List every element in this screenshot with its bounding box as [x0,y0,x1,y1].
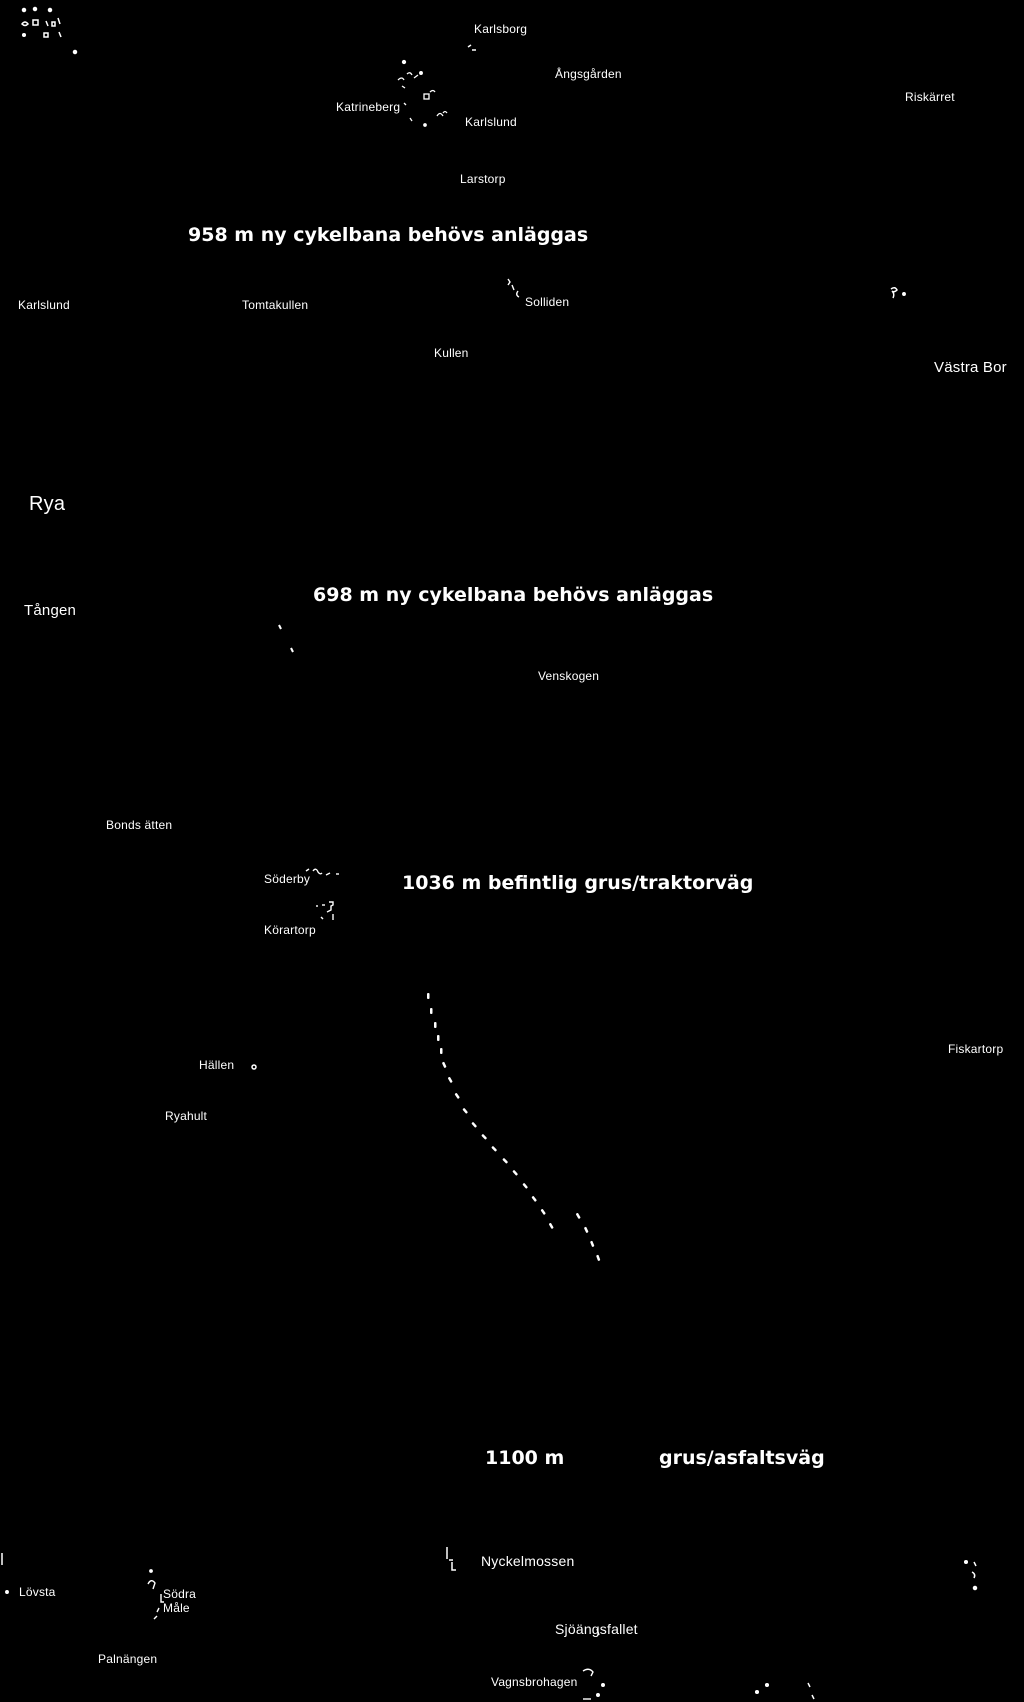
place-label-sjoangsfallet: Sjöängsfallet [555,1621,638,1637]
place-label-karlslund-west: Karlslund [18,298,70,312]
place-label-larstorp: Larstorp [460,172,506,186]
place-label-lovsta: Lövsta [19,1585,56,1599]
place-label-male: Måle [163,1601,190,1615]
place-label-ryahult: Ryahult [165,1109,208,1123]
place-label-angsgarden: Ångsgården [555,67,622,81]
soderby-building-cluster-icon [305,868,339,920]
place-label-karlslund-north: Karlslund [465,115,517,129]
place-label-fiskartorp: Fiskartorp [948,1042,1004,1056]
vagnsbrohagen-building-icon [582,1628,606,1700]
dotted-route-line [427,993,601,1261]
nyckelmossen-building-icon [446,1547,456,1571]
hallen-building-icon [251,1064,257,1070]
place-label-nyckelmossen: Nyckelmossen [481,1553,575,1569]
katrineberg-building-cluster-icon [397,59,448,127]
route-label-958: 958 m ny cykelbana behövs anläggas [188,224,589,246]
place-label-sodra: Södra [163,1587,197,1601]
place-label-bonds-atten: Bonds ätten [106,818,173,832]
route-label-1036: 1036 m befintlig grus/traktorväg [402,872,754,894]
west-edge-building-icon [1,1553,9,1594]
route-label-1100-distance: 1100 m [485,1447,565,1469]
route-label-1100-type: grus/asfaltsväg [659,1447,825,1469]
east-building-icon [890,286,906,299]
place-label-soderby: Söderby [264,872,311,886]
place-label-palnangen: Palnängen [98,1652,158,1666]
place-label-hallen: Hällen [199,1058,235,1072]
solliden-building-icon [507,278,520,298]
place-label-tangen: Tången [24,602,77,619]
place-label-tomtakullen: Tomtakullen [242,298,309,312]
place-label-korartorp: Körartorp [264,923,316,937]
place-label-kullen: Kullen [434,346,469,360]
route-tick-icon [278,624,294,653]
route-label-698: 698 m ny cykelbana behövs anläggas [313,584,714,606]
place-label-katrineberg: Katrineberg [336,100,401,114]
building-cluster-top-left-icon [21,6,78,55]
place-label-solliden: Solliden [525,295,570,309]
place-label-karlsborg: Karlsborg [474,22,528,36]
sodra-male-building-icon [147,1569,164,1620]
place-label-vagnsbrohagen: Vagnsbrohagen [491,1675,578,1689]
karlsborg-building-icon [467,44,476,51]
place-label-rya: Rya [29,493,66,515]
place-label-venskogen: Venskogen [538,669,600,683]
east-marker-icon [963,1559,978,1591]
place-label-vastra-bor: Västra Bor [934,359,1007,376]
place-label-riskarret: Riskärret [905,90,955,104]
southeast-marker-icon [754,1682,815,1700]
